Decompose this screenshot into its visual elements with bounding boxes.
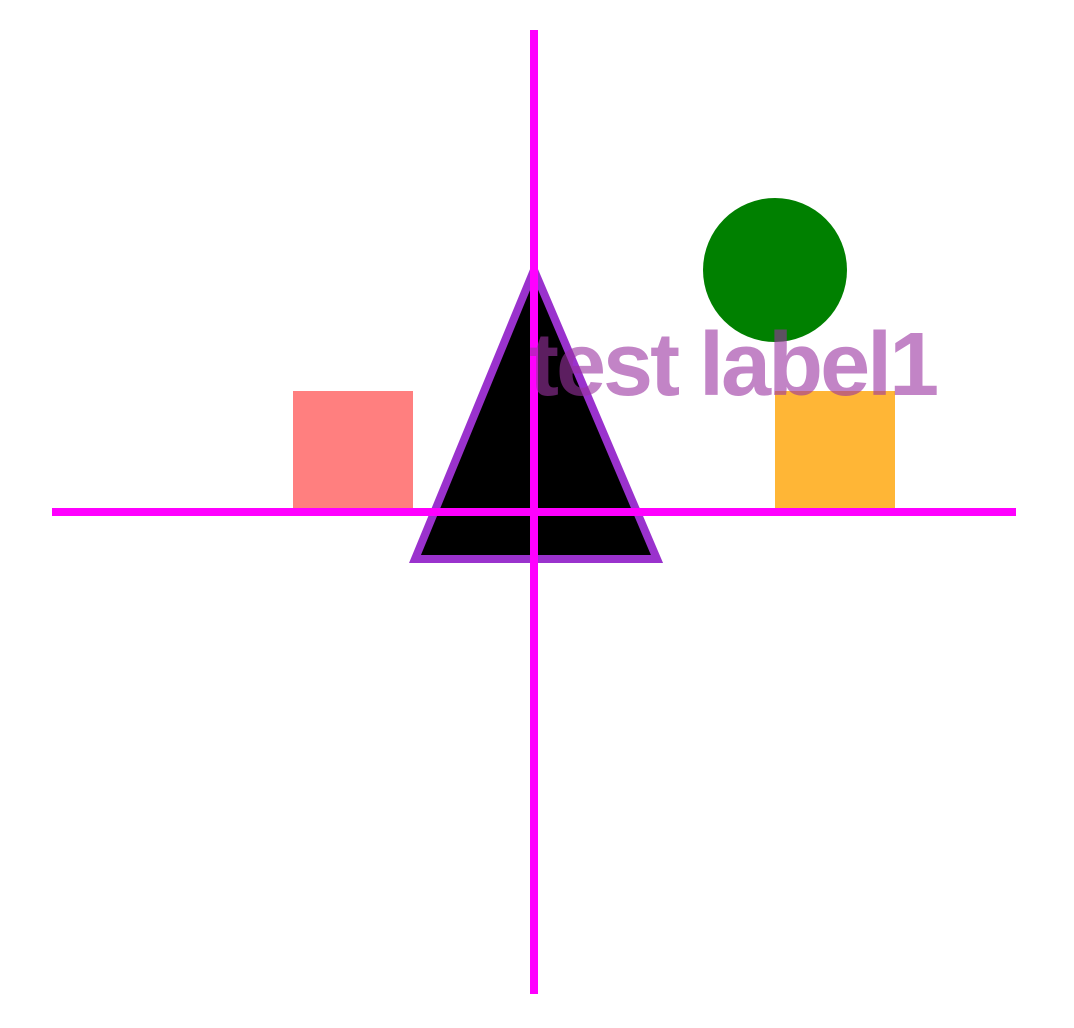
circle: [703, 198, 847, 342]
shape-label: test label1: [529, 315, 937, 415]
right-square: [775, 391, 895, 511]
left-square: [293, 391, 413, 511]
